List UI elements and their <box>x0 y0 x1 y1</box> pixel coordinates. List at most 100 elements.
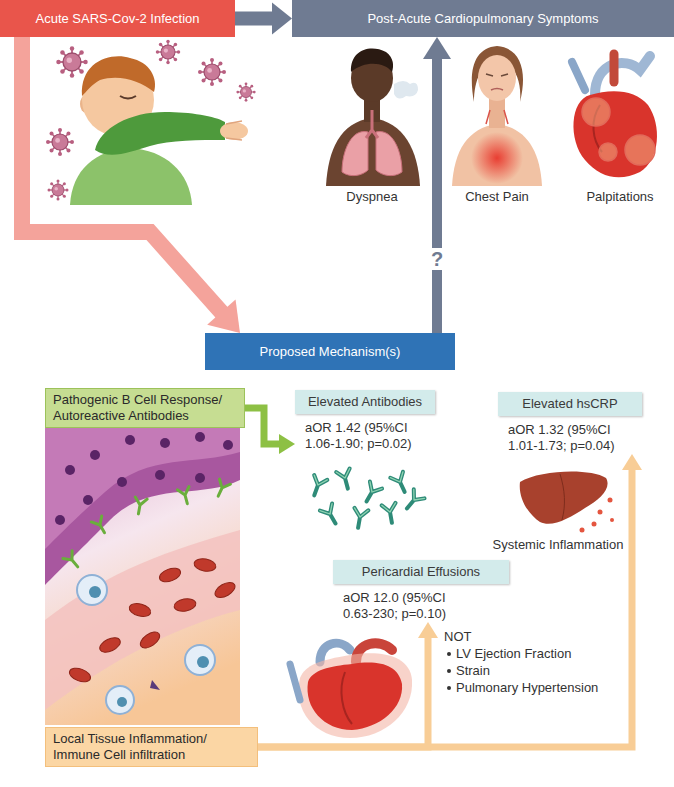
illustration-part <box>220 122 248 140</box>
connector-line <box>235 12 273 26</box>
figure-caption: Dyspnea <box>346 189 397 205</box>
illustration-part <box>572 62 585 90</box>
illustration-part <box>307 663 402 730</box>
illustration-part <box>158 566 183 585</box>
arrow-head <box>279 434 295 454</box>
illustration-part <box>155 470 165 480</box>
illustration-part <box>70 148 192 205</box>
illustration-part <box>382 503 399 524</box>
illustration-part <box>56 46 88 78</box>
finding-title: Elevated Antibodies <box>295 390 435 414</box>
illustration-part <box>95 112 225 155</box>
finding-box: Pericardial EffusionsaOR 12.0 (95%CI 0.6… <box>333 560 509 622</box>
illustration-part <box>63 551 82 571</box>
illustration-part <box>45 426 240 585</box>
illustration-part <box>68 666 93 685</box>
node-text: Post-Acute Cardiopulmonary Symptoms <box>361 11 604 27</box>
illustration-part <box>150 680 160 690</box>
illustration-part <box>97 635 122 655</box>
illustration-part <box>472 46 523 102</box>
connector-line <box>258 637 428 747</box>
illustration-part <box>478 55 516 101</box>
illustration-part <box>195 432 205 442</box>
illustration-part <box>223 440 233 450</box>
node-text: Proposed Mechanism(s) <box>254 344 407 360</box>
bullet-dot <box>447 652 451 656</box>
header-band: Acute SARS-Cov-2 Infection <box>0 0 235 37</box>
illustration-part <box>160 438 170 448</box>
illustration-part <box>117 477 127 487</box>
illustration-part <box>471 132 523 184</box>
connector-line <box>22 37 222 313</box>
node-text: Acute SARS-Cov-2 Infection <box>29 11 205 27</box>
illustration-part <box>138 629 163 651</box>
illustration-part <box>394 81 418 99</box>
virus-particles <box>46 40 256 201</box>
statistic-text: aOR 1.42 (95%CI 1.06-1.90; p=0.02) <box>295 414 433 452</box>
illustration-part <box>82 56 155 96</box>
illustration-part <box>83 495 93 505</box>
arrow-head <box>207 299 240 333</box>
illustration-part <box>390 472 411 495</box>
figure-caption: Chest Pain <box>465 189 529 205</box>
illustration-part <box>452 124 542 186</box>
bullet-dot <box>447 686 451 690</box>
connector-line <box>432 58 442 333</box>
finding-box: Elevated hsCRPaOR 1.32 (95%CI 1.01-1.73;… <box>498 392 642 454</box>
mechanism-box: Pathogenic B Cell Response/ Autoreactive… <box>45 388 245 428</box>
edge-label: ? <box>428 248 446 270</box>
figure-caption: Palpitations <box>586 189 653 205</box>
illustration-part <box>366 110 378 138</box>
illustration-part <box>45 426 240 549</box>
figure-caption: Systemic Inflammation <box>493 537 624 553</box>
illustration-part <box>298 653 412 738</box>
illustration-part <box>48 180 69 201</box>
illustration-part <box>125 435 135 445</box>
header-band: Post-Acute Cardiopulmonary Symptoms <box>292 0 674 37</box>
illustration-part <box>55 515 65 525</box>
illustration-part <box>486 74 508 76</box>
illustration-part <box>68 557 238 684</box>
illustration-part <box>45 530 240 710</box>
list-item: LV Ejection Fraction <box>456 646 571 662</box>
illustration-part <box>89 586 101 598</box>
liver-figure <box>520 472 614 533</box>
finding-box: Elevated AntibodiesaOR 1.42 (95%CI 1.06-… <box>295 390 435 452</box>
illustration-part <box>351 49 393 72</box>
illustration-part <box>193 557 217 573</box>
illustration-part <box>77 575 215 714</box>
illustration-part <box>120 96 136 99</box>
connector-arrow <box>22 37 240 333</box>
bullet-dot <box>447 669 451 673</box>
illustration-part <box>582 98 610 126</box>
dyspnea-figure <box>326 49 420 186</box>
illustration-part <box>610 54 619 82</box>
illustration-part <box>177 487 193 506</box>
illustration-part <box>342 132 368 176</box>
illustration-part <box>197 656 209 668</box>
section-band: Proposed Mechanism(s) <box>205 333 455 370</box>
tissue-illustration <box>45 426 240 725</box>
arrow-head <box>423 37 451 59</box>
illustration-part <box>213 479 231 499</box>
illustration-part <box>336 468 354 490</box>
statistic-text: aOR 12.0 (95%CI 0.63-230; p=0.10) <box>333 584 471 622</box>
finding-title: Elevated hsCRP <box>498 392 642 416</box>
arrow-head <box>272 3 292 35</box>
illustration-part <box>574 91 658 177</box>
illustration-part <box>65 465 75 475</box>
illustration-part <box>198 58 226 86</box>
illustration-part <box>55 432 233 525</box>
illustration-part <box>133 497 148 515</box>
finding-title: Pericardial Effusions <box>333 560 509 584</box>
illustration-part <box>156 40 181 65</box>
illustration-part <box>91 516 109 536</box>
illustration-part <box>610 518 614 522</box>
illustration-part <box>117 697 127 707</box>
illustration-part <box>520 472 608 524</box>
illustration-part <box>226 121 242 140</box>
illustration-part <box>46 128 74 156</box>
list-item: Strain <box>456 663 490 679</box>
illustration-part <box>45 426 240 725</box>
